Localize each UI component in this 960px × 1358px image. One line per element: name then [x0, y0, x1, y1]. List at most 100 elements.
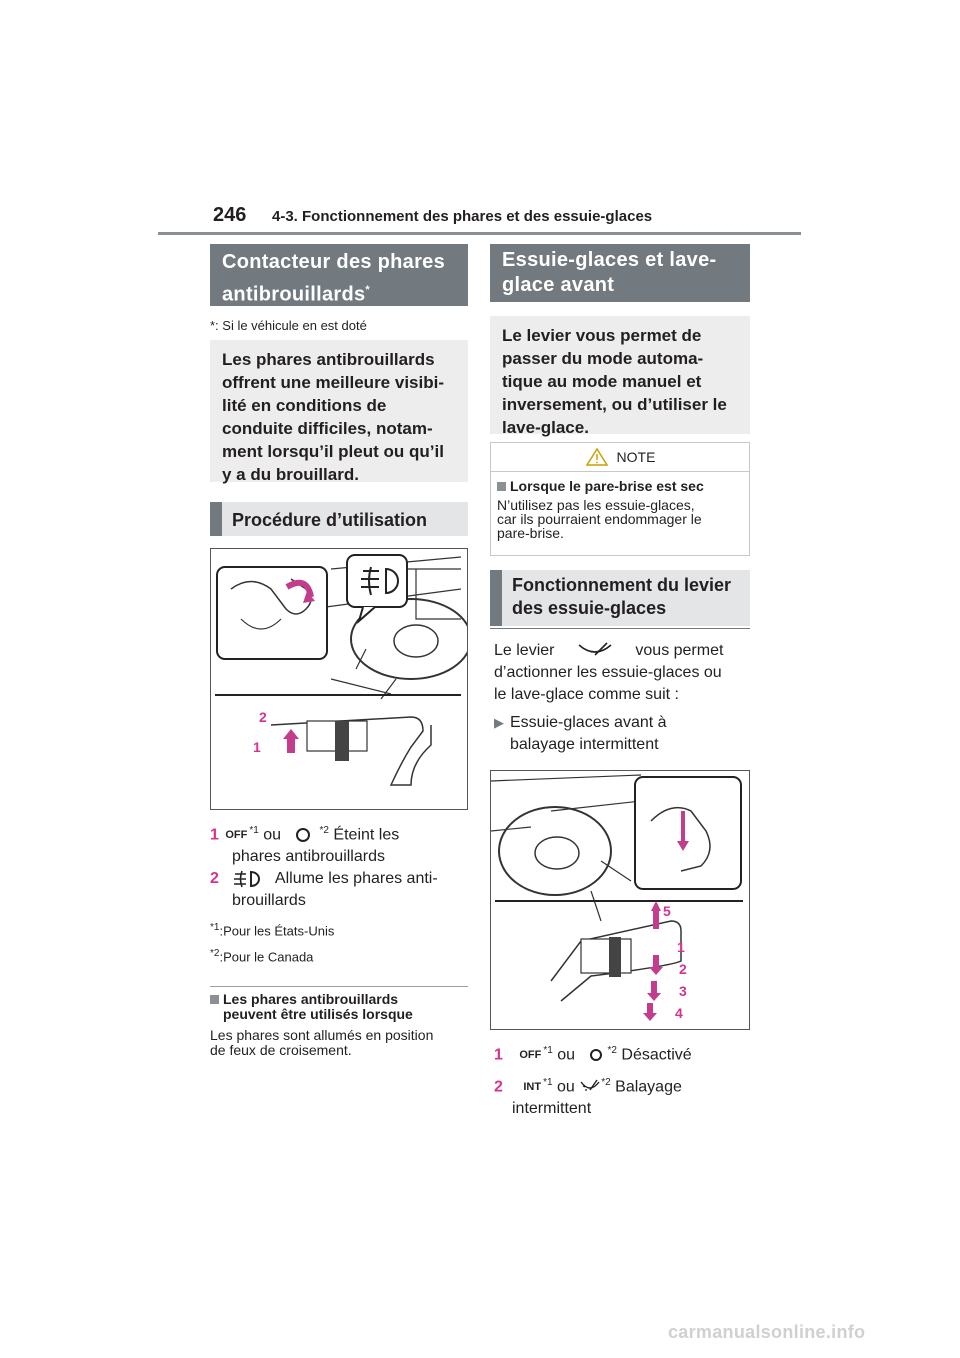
wiper-illustration [490, 774, 743, 1021]
footnote-text: :Pour les États-Unis [219, 923, 335, 939]
para-c: d’actionner les essuie-glaces ou [494, 664, 722, 681]
intro-line: Le levier vous permet de [502, 326, 702, 345]
bullet-line2: balayage intermittent [510, 736, 659, 753]
item-number: 1 [210, 826, 219, 844]
watermark: carmanualsonline.info [668, 1322, 866, 1342]
item-text: Balayage [615, 1078, 682, 1096]
wiper-lever-title: Fonctionnement du levier des essuie-glac… [490, 570, 750, 626]
fog-lamp-icon [234, 870, 261, 888]
section-title-line1: Essuie-glaces et lave- [502, 249, 717, 271]
optional-mark: * [365, 284, 370, 296]
intro-line: conduite difficiles, notam- [222, 419, 433, 438]
off-key-icon: OFF [519, 1049, 542, 1062]
square-bullet-icon [210, 995, 219, 1004]
footnote-1: *1:Pour les États-Unis [210, 922, 334, 938]
chapter-title: 4-3. Fonctionnement des phares et des es… [272, 208, 653, 225]
footnote-ref: *2 [607, 1045, 617, 1056]
note-body: Lorsque le pare-brise est sec N’utilisez… [491, 472, 749, 546]
divider [210, 986, 468, 987]
figure-label-1: 1 [253, 739, 261, 755]
int-key-icon: INT [523, 1081, 542, 1094]
fog-item-2: 2 Allume les phares anti- brouillards [210, 868, 470, 912]
subhead-line1: Fonctionnement du levier [512, 575, 732, 595]
fog-subsection-title: Les phares antibrouillards peuvent être … [210, 992, 413, 1022]
footnote-ref: *1 [543, 1077, 553, 1088]
intro-line: Les phares antibrouillards [222, 350, 435, 369]
fog-lamp-figure: 2 1 [210, 548, 472, 810]
intro-line: passer du mode automa- [502, 349, 704, 368]
item-text-2: phares antibrouillards [232, 848, 385, 866]
figure-label-1: 1 [677, 939, 685, 955]
item-text: Allume les phares anti- [274, 870, 438, 887]
figure-label-3: 3 [679, 983, 687, 999]
circle-off-icon [295, 828, 310, 843]
section-title-line2: glace avant [502, 274, 615, 296]
footnote-ref: *1 [543, 1045, 553, 1056]
figure-label-4: 4 [675, 1005, 683, 1021]
footnote-2: *2:Pour le Canada [210, 948, 313, 964]
intermittent-wiper-icon [580, 1079, 600, 1091]
fog-lamp-illustration [215, 554, 472, 786]
note-line: pare-brise. [497, 525, 564, 541]
fog-item-1: 1 OFF*1 ou *2 Éteint les phares antibrou… [210, 820, 470, 868]
item-text-2: intermittent [512, 1100, 592, 1118]
or-word: ou [557, 1046, 576, 1064]
para-a: Le levier [494, 642, 555, 659]
item-number: 2 [494, 1078, 503, 1096]
figure-label-2: 2 [679, 961, 687, 977]
arrow-bullet-icon: ▶ [494, 715, 504, 730]
intro-line: offrent une meilleure visibi- [222, 373, 444, 392]
footnote-mark: *2 [210, 948, 220, 959]
intro-line: inversement, ou d’utiliser le [502, 395, 727, 414]
intro-line: lité en conditions de [222, 396, 387, 415]
header-rule [158, 232, 801, 235]
footnote-text: :Pour le Canada [219, 949, 314, 965]
note-label: NOTE [616, 449, 656, 465]
note-line: car ils pourraient endommager le [497, 511, 702, 527]
bullet-line1: Essuie-glaces avant à [510, 714, 667, 731]
sub-title-line2: peuvent être utilisés lorsque [223, 1006, 413, 1022]
fog-intro-box: Les phares antibrouillards offrent une m… [210, 340, 468, 484]
sub-text-line2: de feux de croisement. [210, 1042, 352, 1058]
section-title-line1: Contacteur des phares [222, 251, 446, 273]
item-text: Éteint les [333, 826, 400, 844]
square-bullet-icon [497, 482, 506, 491]
figure-label-2: 2 [259, 709, 267, 725]
intro-line: tique au mode manuel et [502, 372, 702, 391]
section-title-fog: Contacteur des phares antibrouillards* [210, 244, 468, 306]
footnote-ref: *1 [249, 825, 259, 836]
note-line: N’utilisez pas les essuie-glaces, [497, 497, 695, 513]
page-number: 246 [213, 204, 247, 226]
note-title: Lorsque le pare-brise est sec [510, 478, 704, 494]
figure-label-5: 5 [663, 903, 671, 919]
procedure-title: Procédure d’utilisation [210, 502, 468, 536]
item-number: 2 [210, 870, 219, 887]
wiper-intro-box: Le levier vous permet de passer du mode … [490, 316, 750, 437]
footnote-ref: *2 [601, 1077, 611, 1088]
para-d: le lave-glace comme suit : [494, 686, 679, 703]
circle-off-icon [589, 1049, 602, 1062]
warning-icon [585, 447, 608, 466]
optional-footnote: *: Si le véhicule en est doté [210, 318, 367, 333]
subhead-line2: des essuie-glaces [512, 598, 667, 618]
footnote-mark: *1 [210, 922, 220, 933]
wiper-item-1: 1 OFF*1 ou *2 Désactivé [494, 1040, 754, 1066]
or-word: ou [263, 826, 282, 844]
note-box: NOTE Lorsque le pare-brise est sec N’uti… [490, 442, 750, 556]
note-header: NOTE [491, 443, 749, 472]
para-b: vous permet [635, 642, 724, 659]
wiper-bullet: ▶ Essuie-glaces avant à balayage intermit… [494, 712, 754, 756]
wiper-figure: 5 1 2 3 4 [490, 770, 750, 1030]
sub-text-line1: Les phares sont allumés en position [210, 1027, 434, 1043]
intro-line: y a du brouillard. [222, 465, 359, 484]
item-number: 1 [494, 1046, 503, 1064]
intro-line: ment lorsqu’il pleut ou qu’il [222, 442, 444, 461]
item-text: Désactivé [621, 1046, 692, 1064]
wiper-paragraph: Le levier vous permet d’actionner les es… [494, 640, 754, 706]
item-text-2: brouillards [232, 892, 306, 909]
wiper-item-2: 2 INT*1 ou *2 Balayage intermittent [494, 1072, 754, 1120]
footnote-ref: *2 [319, 825, 329, 836]
intro-line: lave-glace. [502, 418, 589, 437]
subhead-underline [490, 628, 750, 629]
section-title-wipers: Essuie-glaces et lave- glace avant [490, 244, 750, 302]
